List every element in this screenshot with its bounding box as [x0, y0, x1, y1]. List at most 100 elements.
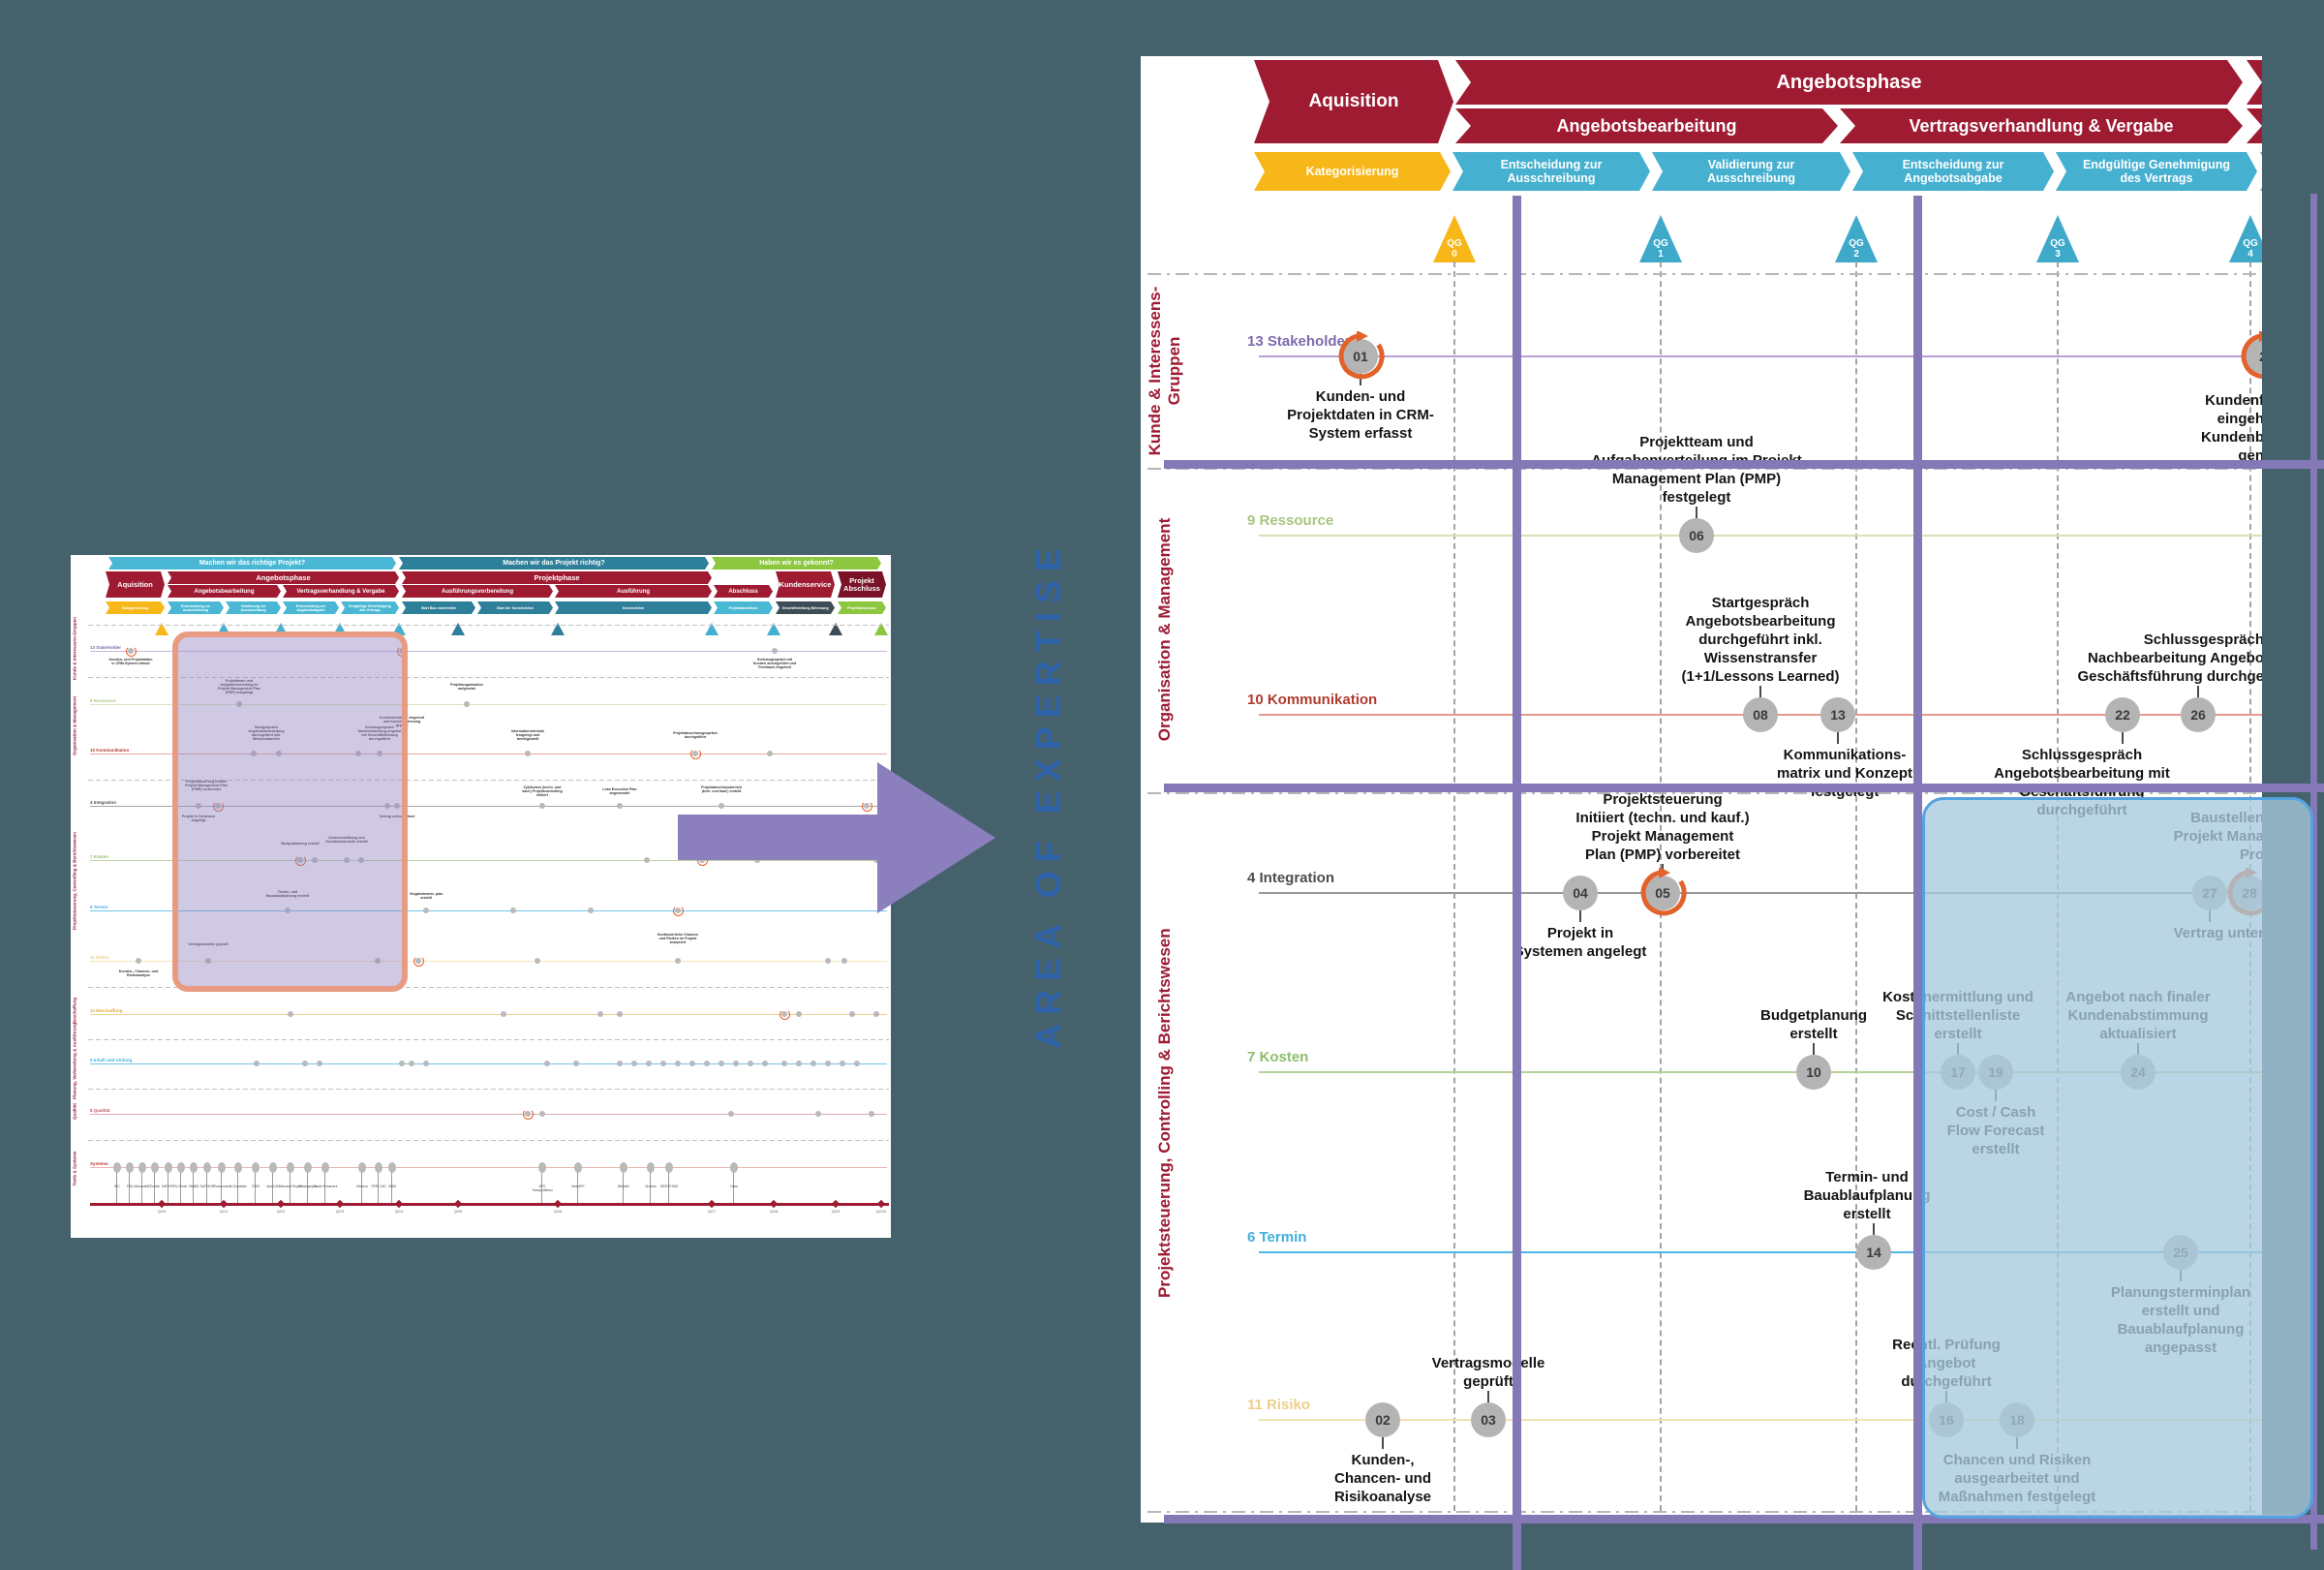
thumb-lollipop-stick — [668, 1171, 669, 1203]
thumb-milestone-dot — [394, 803, 400, 809]
thumb-milestone-dot — [719, 1061, 724, 1066]
thumb-subphase: Ausführungsvorbereitung — [402, 585, 553, 598]
thumb-divider — [88, 1039, 889, 1040]
milestone-label-line: Projekt Management — [1591, 828, 1734, 845]
milestone-label-line: Kommunikations- — [1783, 747, 1907, 763]
thumb-milestone-dot — [854, 1061, 860, 1066]
thumb-step: Start Bau vorbereiten — [402, 601, 475, 614]
thumb-milestone-ring — [672, 905, 684, 916]
thumb-divider — [88, 780, 889, 781]
thumb-milestone-dot — [544, 1061, 550, 1066]
thumb-lollipop-stick — [206, 1171, 207, 1203]
thumb-lollipop-marker — [664, 1162, 673, 1173]
qg-gridline — [1453, 262, 1455, 1511]
thumb-divider — [88, 987, 889, 988]
thumb-milestone-text: Projekt in Systemen angelegt — [181, 815, 216, 822]
thumb-lollipop-marker — [374, 1162, 382, 1173]
step-arrow-validierung-zur-ausschreibung: Validierung zur Ausschreibung — [1652, 152, 1850, 191]
step-arrow-entscheidung-zur-ausschreibung: Entscheidung zur Ausschreibung — [1452, 152, 1650, 191]
thumb-milestone-dot — [384, 803, 390, 809]
row-line — [1259, 1071, 2262, 1073]
thumb-milestone-text: Zyklisches (techn. und kauf.) Projektcon… — [522, 785, 563, 797]
step-arrow-fragment — [2260, 152, 2262, 191]
row-line — [1259, 355, 2262, 357]
thumb-axis-diamond — [335, 1199, 345, 1209]
zoom-arrow-head-icon — [877, 762, 995, 913]
thumb-milestone-dot — [840, 1061, 845, 1066]
thumb-phase: Aquisition — [106, 571, 165, 598]
thumb-milestone-dot — [588, 908, 594, 913]
thumb-milestone-dot — [815, 1111, 821, 1117]
thumb-divider — [88, 677, 889, 678]
thumb-milestone-text: Lean Execution Plan angewendet — [602, 787, 637, 795]
milestone-label-line: Projekt in — [1546, 925, 1614, 941]
qg-number: 2 — [1853, 248, 1859, 260]
qg-number: 0 — [1452, 248, 1457, 260]
thumb-lollipop-stick — [141, 1171, 142, 1203]
thumb-lollipop-stick — [116, 1171, 117, 1203]
thumb-row-line — [90, 910, 887, 911]
milestone-label-line: Kundenf — [2205, 392, 2262, 409]
thumb-milestone-dot — [772, 648, 778, 654]
thumb-milestone-dot — [409, 1061, 414, 1066]
thumb-lollipop-marker — [138, 1162, 146, 1173]
thumb-step: Projektabschluss — [714, 601, 773, 614]
thumb-lollipop-marker — [387, 1162, 396, 1173]
milestone-stem — [1759, 686, 1761, 697]
thumb-lollipop-marker — [164, 1162, 172, 1173]
thumb-row-label: 4 Integration — [90, 800, 117, 805]
milestone-label-line: Initiiert (techn. und kauf.) — [1575, 810, 1750, 826]
thumb-milestone-ring — [779, 1008, 790, 1020]
thumb-milestone-ring — [522, 1108, 534, 1120]
thumb-lollipop-marker — [573, 1162, 582, 1173]
milestone-label-line: Systemen angelegt — [1514, 943, 1647, 960]
thumb-milestone-text: Termin- und Bauablaufplanung erstellt — [265, 890, 310, 898]
milestone-02: 02 — [1365, 1402, 1400, 1437]
milestone-22: 22 — [2105, 697, 2140, 732]
milestone-stem — [1837, 732, 1839, 744]
thumb-lollipop-stick — [272, 1171, 273, 1203]
thumb-tool-label: AutoCAD — [266, 1185, 280, 1188]
step-arrow-entscheidung-zur-angebotsabgabe: Entscheidung zur Angebotsabgabe — [1852, 152, 2054, 191]
thumb-tool-label: BPO Transportbeton — [532, 1185, 553, 1192]
thumb-milestone-text: Projektorganisation aufgesetzt — [450, 683, 483, 691]
thumb-row-label: 10 Kommunikation — [90, 748, 130, 753]
thumb-lollipop-marker — [321, 1162, 329, 1173]
thumb-lollipop-stick — [221, 1171, 222, 1203]
thumb-milestone-dot — [644, 857, 650, 863]
thumb-milestone-dot — [675, 958, 681, 964]
thumb-milestone-text: Schlussgespräch Nachbearbeitung Angebot … — [357, 725, 402, 741]
thumb-milestone-text: Vertrag unterzeichnet — [379, 815, 415, 818]
thumb-milestone-dot — [501, 1011, 506, 1017]
thumb-step: Validierung zur Ausschreibung — [226, 601, 281, 614]
milestone-label-line: erstellt — [1789, 1026, 1838, 1042]
thumb-tool-label: Oracle Primavera — [313, 1185, 338, 1188]
thumb-tool-label: Onvenio — [645, 1185, 657, 1188]
thumb-band: Haben wir es gekonnt? — [712, 557, 881, 570]
milestone-14: 14 — [1856, 1235, 1891, 1270]
thumb-milestone-dot — [617, 1011, 623, 1017]
thumb-lollipop-marker — [217, 1162, 226, 1173]
thumb-milestone-dot — [205, 958, 211, 964]
thumb-axis-diamond — [453, 1199, 463, 1209]
thumb-phase: Projektphase — [402, 571, 712, 584]
row-label-7-kosten: 7 Kosten — [1247, 1049, 1309, 1065]
blue-highlight-rect — [1922, 797, 2313, 1519]
milestone-08: 08 — [1743, 697, 1778, 732]
thumb-axis-label: QG9 — [831, 1209, 841, 1214]
row-label-11-risiko: 11 Risiko — [1247, 1397, 1311, 1413]
thumb-milestone-dot — [849, 1011, 855, 1017]
thumb-axis-label: QG0 — [157, 1209, 167, 1214]
thumb-milestone-dot — [355, 751, 361, 756]
thumb-milestone-dot — [719, 803, 724, 809]
thumb-milestone-dot — [873, 1011, 879, 1017]
thumb-milestone-text: Budgetplanung erstellt — [281, 842, 320, 846]
thumb-lollipop-marker — [537, 1162, 546, 1173]
thumb-axis-label: QG1 — [219, 1209, 229, 1214]
thumb-lollipop-stick — [129, 1171, 130, 1203]
milestone-stem — [1696, 507, 1697, 518]
milestone-stem — [1662, 864, 1664, 876]
thumb-axis-diamond — [157, 1199, 167, 1209]
